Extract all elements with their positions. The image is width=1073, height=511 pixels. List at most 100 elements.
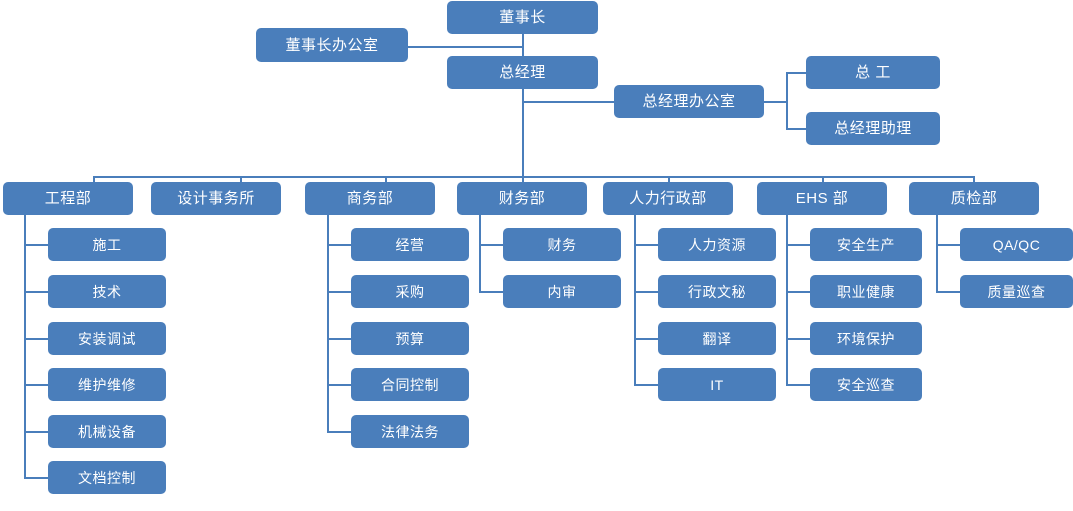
node-chief-engineer[interactable]: 总 工	[806, 56, 940, 89]
node-sub-budget[interactable]: 预算	[351, 322, 469, 355]
node-sub-it[interactable]: IT	[658, 368, 776, 401]
connector-dept-drop-design-office	[240, 176, 242, 182]
connector-finance-child-1	[479, 291, 503, 293]
node-sub-environmental-protection[interactable]: 环境保护	[810, 322, 922, 355]
node-sub-document-control-label: 文档控制	[78, 469, 136, 486]
connector-ehs-child-0	[786, 244, 810, 246]
node-chairman-office[interactable]: 董事长办公室	[256, 28, 408, 62]
connector-dept-drop-finance	[522, 176, 524, 182]
connector-quality-child-0	[936, 244, 960, 246]
node-sub-it-label: IT	[710, 376, 724, 393]
connector-commerce-child-2	[327, 338, 351, 340]
node-sub-mechanical-equipment-label: 机械设备	[78, 423, 136, 440]
node-sub-mechanical-equipment[interactable]: 机械设备	[48, 415, 166, 448]
connector-engineering-child-4	[24, 431, 48, 433]
connector-ehs-child-2	[786, 338, 810, 340]
node-sub-occupational-health[interactable]: 职业健康	[810, 275, 922, 308]
connector-chairman-office-link	[408, 46, 523, 48]
node-sub-human-resources-label: 人力资源	[688, 236, 746, 253]
connector-quality-child-1	[936, 291, 960, 293]
node-sub-installation-commissioning-label: 安装调试	[78, 330, 136, 347]
node-chairman[interactable]: 董事长	[447, 1, 598, 34]
connector-engineering-child-5	[24, 477, 48, 479]
node-sub-legal-affairs[interactable]: 法律法务	[351, 415, 469, 448]
connector-dept-drop-hr-admin	[668, 176, 670, 182]
node-sub-safe-production[interactable]: 安全生产	[810, 228, 922, 261]
node-sub-construction[interactable]: 施工	[48, 228, 166, 261]
node-sub-safety-inspection-label: 安全巡查	[837, 376, 895, 393]
node-general-manager[interactable]: 总经理	[447, 56, 598, 89]
node-chairman-office-label: 董事长办公室	[285, 36, 379, 54]
node-sub-accounting[interactable]: 财务	[503, 228, 621, 261]
node-dept-commerce-label: 商务部	[346, 190, 394, 207]
connector-dept-drop-quality-inspection	[973, 176, 975, 182]
connector-dept-drop-ehs	[822, 176, 824, 182]
node-sub-maintenance-repair[interactable]: 维护维修	[48, 368, 166, 401]
node-dept-engineering[interactable]: 工程部	[3, 182, 133, 215]
node-dept-design-office-label: 设计事务所	[177, 190, 255, 207]
node-sub-human-resources[interactable]: 人力资源	[658, 228, 776, 261]
connector-gm-to-gmoffice	[522, 101, 614, 103]
connector-engineering-child-3	[24, 384, 48, 386]
node-dept-finance[interactable]: 财务部	[457, 182, 587, 215]
connector-hr-admin-child-3	[634, 384, 658, 386]
node-dept-ehs[interactable]: EHS 部	[757, 182, 887, 215]
node-sub-safety-inspection[interactable]: 安全巡查	[810, 368, 922, 401]
node-dept-commerce[interactable]: 商务部	[305, 182, 435, 215]
node-dept-hr-admin[interactable]: 人力行政部	[603, 182, 733, 215]
connector-ehs-child-3	[786, 384, 810, 386]
node-gm-assistant-label: 总经理助理	[834, 120, 912, 137]
connector-finance-child-0	[479, 244, 503, 246]
node-dept-quality-inspection[interactable]: 质检部	[909, 182, 1039, 215]
connector-commerce-spine	[327, 215, 329, 432]
node-sub-operations-label: 经营	[395, 236, 425, 253]
node-sub-document-control[interactable]: 文档控制	[48, 461, 166, 494]
node-gm-assistant[interactable]: 总经理助理	[806, 112, 940, 145]
connector-hr-admin-child-2	[634, 338, 658, 340]
connector-dept-drop-engineering	[93, 176, 95, 182]
node-sub-contract-control[interactable]: 合同控制	[351, 368, 469, 401]
node-dept-engineering-label: 工程部	[44, 190, 92, 207]
node-sub-translation[interactable]: 翻译	[658, 322, 776, 355]
connector-engineering-child-1	[24, 291, 48, 293]
node-sub-procurement-label: 采购	[395, 283, 425, 300]
connector-department-bus	[93, 176, 974, 178]
node-dept-design-office[interactable]: 设计事务所	[151, 182, 281, 215]
connector-hr-admin-child-1	[634, 291, 658, 293]
node-sub-budget-label: 预算	[395, 330, 425, 347]
node-gm-office-label: 总经理办公室	[642, 93, 736, 110]
connector-quality-spine	[936, 215, 938, 292]
node-sub-occupational-health-label: 职业健康	[837, 283, 895, 300]
node-sub-installation-commissioning[interactable]: 安装调试	[48, 322, 166, 355]
node-sub-translation-label: 翻译	[702, 330, 732, 347]
node-sub-procurement[interactable]: 采购	[351, 275, 469, 308]
connector-hr-admin-child-0	[634, 244, 658, 246]
connector-to-gm-assistant	[786, 128, 806, 130]
connector-chairman-down	[522, 33, 524, 47]
node-dept-ehs-label: EHS 部	[795, 190, 849, 207]
node-dept-hr-admin-label: 人力行政部	[629, 190, 707, 207]
node-sub-operations[interactable]: 经营	[351, 228, 469, 261]
node-sub-quality-patrol-label: 质量巡查	[987, 283, 1046, 300]
connector-commerce-child-0	[327, 244, 351, 246]
node-sub-internal-audit[interactable]: 内审	[503, 275, 621, 308]
connector-ehs-child-1	[786, 291, 810, 293]
node-sub-admin-secretary[interactable]: 行政文秘	[658, 275, 776, 308]
node-sub-qa-qc[interactable]: QA/QC	[960, 228, 1073, 261]
connector-chairman-to-gm	[522, 46, 524, 57]
node-general-manager-label: 总经理	[499, 64, 546, 81]
connector-gmoffice-right-stub	[764, 101, 786, 103]
node-sub-environmental-protection-label: 环境保护	[837, 330, 895, 347]
node-gm-office[interactable]: 总经理办公室	[614, 85, 764, 118]
connector-hr-admin-spine	[634, 215, 636, 385]
node-sub-admin-secretary-label: 行政文秘	[688, 283, 746, 300]
node-sub-qa-qc-label: QA/QC	[992, 236, 1041, 253]
node-chairman-label: 董事长	[499, 9, 546, 26]
connector-commerce-child-1	[327, 291, 351, 293]
node-sub-quality-patrol[interactable]: 质量巡查	[960, 275, 1073, 308]
node-sub-technology[interactable]: 技术	[48, 275, 166, 308]
node-sub-legal-affairs-label: 法律法务	[381, 423, 439, 440]
connector-dept-drop-commerce	[385, 176, 387, 182]
connector-engineering-child-2	[24, 338, 48, 340]
node-dept-quality-inspection-label: 质检部	[950, 190, 998, 207]
